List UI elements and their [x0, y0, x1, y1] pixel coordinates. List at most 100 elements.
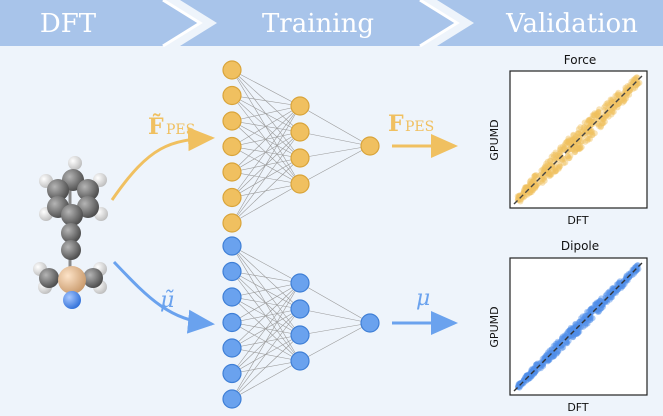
scatter-point [624, 277, 631, 284]
scatter-point [564, 138, 571, 145]
scatter-point [576, 142, 583, 149]
scatter-point [570, 324, 577, 331]
scatter-point [614, 101, 621, 108]
dipole-output-label: μ [416, 286, 430, 311]
scatter-point [559, 335, 565, 342]
scatter-point [537, 171, 544, 178]
scatter-point [619, 283, 626, 290]
scatter-point [531, 173, 538, 180]
scatter-point [598, 305, 605, 312]
scatter-point [607, 107, 614, 114]
scatter-point [569, 141, 576, 148]
scatter-point [587, 316, 594, 323]
scatter-point [557, 146, 563, 153]
scatter-point [547, 349, 554, 356]
scatter-point [608, 293, 614, 300]
scatter-point [629, 272, 636, 279]
scatter-point [517, 193, 524, 200]
scatter-point [554, 154, 560, 161]
scatter-point [578, 129, 584, 135]
scatter-point [586, 132, 593, 139]
scatter-point [538, 178, 544, 185]
neuron [290, 148, 310, 168]
scatter-point [573, 136, 580, 143]
scatter-point [567, 324, 574, 331]
scatter-point [566, 155, 573, 162]
scatter-point [606, 293, 613, 300]
scatter-point [588, 116, 595, 123]
scatter-point [540, 361, 546, 368]
scatter-point [570, 325, 577, 332]
scatter-point [536, 172, 543, 179]
scatter-point [530, 178, 537, 185]
scatter-point [575, 137, 582, 144]
neuron [222, 85, 242, 106]
scatter-point [541, 168, 548, 175]
scatter-point [540, 359, 547, 366]
scatter-point [563, 339, 570, 345]
scatter-point [552, 341, 559, 347]
scatter-point [568, 137, 575, 144]
scatter-point [614, 285, 621, 292]
scatter-point [532, 185, 539, 191]
neuron [360, 136, 380, 156]
scatter-point [523, 377, 530, 384]
scatter-point [541, 354, 548, 361]
scatter-point [555, 165, 562, 172]
scatter-point [575, 329, 582, 336]
scatter-point [575, 330, 581, 337]
scatter-point [584, 320, 591, 327]
scatter-point [532, 368, 539, 375]
scatter-point [571, 135, 578, 142]
scatter-point [626, 274, 633, 281]
scatter-point [535, 180, 542, 187]
scatter-point [609, 108, 616, 114]
scatter-point [588, 308, 595, 315]
scatter-point [613, 287, 619, 294]
scatter-point [602, 298, 609, 305]
scatter-point [555, 348, 562, 355]
scatter-point [616, 100, 622, 107]
scatter-point [609, 285, 616, 292]
scatter-point [560, 160, 567, 167]
scatter-point [588, 306, 595, 313]
silicon-atom [58, 266, 86, 294]
scatter-point [533, 182, 540, 189]
scatter-point [553, 168, 559, 175]
scatter-point [610, 108, 617, 115]
scatter-point [544, 356, 551, 363]
scatter-point [525, 372, 532, 379]
scatter-point [531, 172, 538, 179]
force-plot-title: Force [564, 53, 596, 67]
scatter-point [569, 146, 576, 153]
scatter-point [601, 104, 608, 111]
scatter-point [557, 342, 564, 349]
scatter-point [621, 96, 628, 103]
scatter-point [624, 89, 631, 96]
scatter-point [541, 175, 547, 182]
scatter-point [552, 151, 559, 158]
scatter-point [574, 327, 581, 334]
scatter-point [528, 177, 534, 184]
banner-divider [419, 0, 460, 48]
scatter-point [572, 331, 579, 338]
scatter-point [579, 313, 586, 320]
carbon-atom [39, 268, 59, 288]
scatter-point [576, 328, 583, 335]
scatter-point [633, 263, 640, 270]
scatter-point [620, 281, 627, 288]
scatter-point [632, 75, 639, 82]
scatter-point [615, 100, 622, 107]
scatter-point [603, 112, 610, 119]
scatter-point [538, 167, 545, 174]
scatter-point [517, 380, 524, 387]
neuron [222, 213, 242, 233]
scatter-point [609, 96, 616, 103]
force-input-arrow [110, 127, 215, 201]
neuron [360, 313, 380, 333]
scatter-point [556, 150, 563, 157]
scatter-point [597, 297, 604, 304]
scatter-point [587, 307, 594, 314]
scatter-point [597, 124, 604, 131]
